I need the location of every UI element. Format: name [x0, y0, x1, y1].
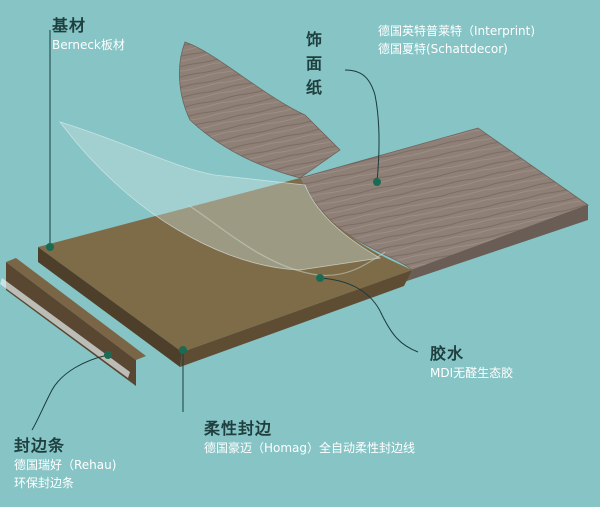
edge-strip-line-eco: 环保封边条: [14, 476, 75, 490]
decor-title: 饰面纸: [306, 30, 324, 97]
flex-edge-line: 德国豪迈（Homag）全自动柔性封边线: [204, 441, 416, 455]
callout-edge-strip: 封边条 德国瑞好（Rehau) 环保封边条: [14, 432, 116, 492]
substrate-line: Berneck板材: [52, 38, 125, 52]
leader-line-decor: [344, 69, 380, 183]
glue-title: 胶水: [430, 344, 465, 363]
glue-curve: [187, 204, 386, 277]
marker-dot-strip: [104, 351, 112, 359]
callout-flex-edge: 柔性封边 德国豪迈（Homag）全自动柔性封边线: [204, 415, 415, 457]
marker-dot-glue: [316, 274, 324, 282]
marker-dot-decor: [373, 178, 381, 186]
leader-line-strip: [31, 354, 109, 431]
glue-film: [58, 121, 382, 271]
callout-substrate: 基材 Berneck板材: [52, 12, 125, 54]
decor-line-schattdecor: 德国夏特(Schattdecor): [378, 42, 508, 56]
decor-paper-edge: [404, 205, 588, 282]
decor-line-interprint: 德国英特普莱特（Interprint): [378, 24, 536, 38]
marker-dot-substrate: [46, 243, 54, 251]
glue-line: MDI无醛生态胶: [430, 366, 514, 380]
edge-strip-line-rehau: 德国瑞好（Rehau): [14, 458, 117, 472]
edge-strip-title: 封边条: [14, 436, 66, 455]
board-side-front: [180, 270, 412, 367]
marker-dot-flex: [179, 346, 187, 354]
edge-strip-face: [6, 258, 146, 360]
board-side-left: [38, 247, 182, 367]
flex-edge-title: 柔性封边: [204, 419, 273, 438]
callout-glue: 胶水 MDI无醛生态胶: [430, 340, 513, 382]
leader-line-glue: [319, 277, 419, 353]
decor-paper-curl: [179, 41, 341, 179]
edge-strip-glue: [0, 278, 130, 378]
board-top: [38, 178, 412, 352]
substrate-title: 基材: [52, 16, 87, 35]
